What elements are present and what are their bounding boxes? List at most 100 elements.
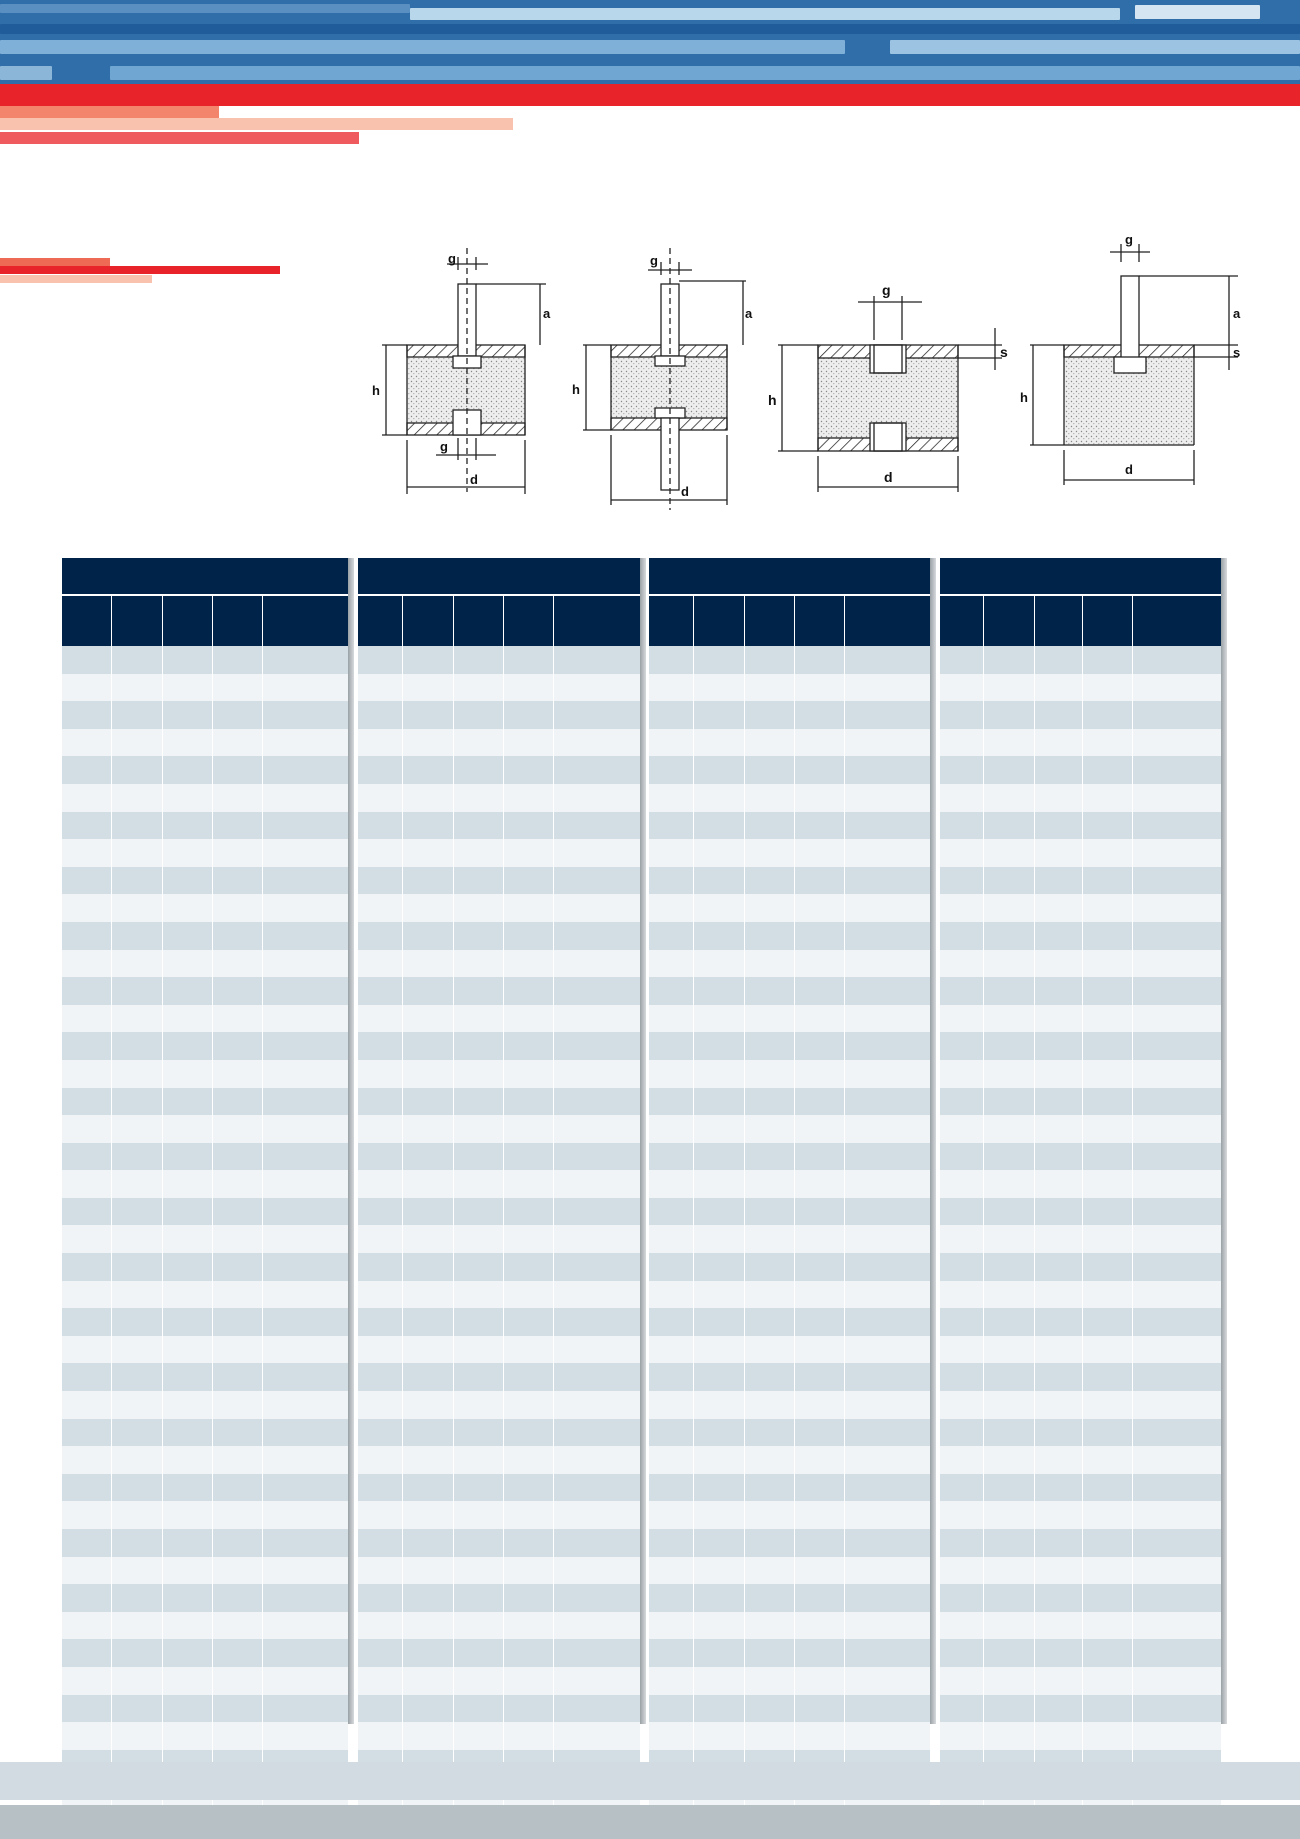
table-cell bbox=[504, 1059, 555, 1088]
table-cell bbox=[1133, 1695, 1221, 1723]
table-cell bbox=[358, 1253, 404, 1281]
table-cell bbox=[112, 1363, 163, 1392]
table-cell bbox=[1083, 1308, 1134, 1336]
drawing-3-labels: g s h d bbox=[768, 282, 1008, 485]
table-cell bbox=[984, 1391, 1035, 1419]
table-cell bbox=[403, 866, 454, 895]
table-cell bbox=[940, 1253, 985, 1281]
table-cell bbox=[845, 812, 930, 840]
table-cell bbox=[745, 1556, 795, 1585]
table-cell bbox=[62, 701, 113, 729]
table-cell bbox=[62, 1473, 113, 1502]
table-cell bbox=[649, 866, 695, 895]
table-cell bbox=[163, 1308, 213, 1336]
table-cell bbox=[694, 1197, 745, 1226]
table-cell bbox=[163, 1694, 213, 1723]
table-cell bbox=[694, 1059, 745, 1088]
table-cell bbox=[845, 784, 930, 812]
table-cell bbox=[694, 1004, 745, 1033]
table-cell bbox=[163, 1363, 213, 1392]
table-cell bbox=[454, 1308, 504, 1336]
table-row bbox=[62, 783, 348, 812]
table-cell bbox=[745, 1115, 795, 1143]
table-cell bbox=[213, 921, 264, 950]
table-cell bbox=[745, 728, 795, 757]
table-cell bbox=[1035, 1446, 1083, 1474]
table-row bbox=[940, 1308, 1221, 1336]
table-cell bbox=[62, 839, 113, 867]
table-cell bbox=[1035, 1639, 1083, 1667]
table-row bbox=[358, 646, 640, 674]
table-cell bbox=[213, 1446, 264, 1474]
table-cell bbox=[163, 1418, 213, 1447]
table-row bbox=[358, 756, 640, 784]
table-cell bbox=[504, 673, 555, 702]
table-cell bbox=[1133, 1225, 1221, 1253]
table-cell bbox=[454, 1280, 504, 1309]
table-row bbox=[940, 1225, 1221, 1254]
table-cell bbox=[1083, 1197, 1134, 1226]
table-cell bbox=[940, 1501, 985, 1529]
table-cell bbox=[403, 1004, 454, 1033]
table-cell bbox=[263, 950, 348, 978]
table-cell bbox=[694, 866, 745, 895]
table-cell bbox=[403, 1087, 454, 1116]
table-cell bbox=[795, 1722, 846, 1750]
table-cell bbox=[263, 1281, 348, 1309]
table-cell bbox=[940, 1087, 985, 1116]
header-stripe bbox=[0, 24, 1300, 34]
table-cell bbox=[403, 949, 454, 978]
table-row bbox=[649, 1308, 930, 1336]
table-cell bbox=[163, 1584, 213, 1612]
table-cell bbox=[745, 1142, 795, 1171]
table-cell bbox=[403, 1253, 454, 1281]
table-row bbox=[649, 1391, 930, 1419]
table-row bbox=[62, 811, 348, 840]
table-cell bbox=[62, 1142, 113, 1171]
table-cell bbox=[263, 977, 348, 1005]
table-row bbox=[940, 1446, 1221, 1474]
table-cell bbox=[263, 1336, 348, 1364]
dimension-table-4 bbox=[940, 558, 1221, 1805]
table-cell bbox=[62, 1391, 113, 1419]
table-row bbox=[358, 1335, 640, 1364]
table-cell bbox=[358, 1418, 404, 1447]
drawing-type-3 bbox=[778, 296, 1002, 492]
table-cell bbox=[358, 894, 404, 922]
table-cell bbox=[845, 756, 930, 784]
table-row bbox=[358, 1253, 640, 1281]
table-row bbox=[649, 1115, 930, 1143]
table-cell bbox=[554, 1557, 640, 1585]
table-cell bbox=[1133, 1143, 1221, 1171]
table-row bbox=[649, 1363, 930, 1392]
table-cell bbox=[112, 1391, 163, 1419]
table-cell bbox=[454, 1529, 504, 1557]
footer-band-dark bbox=[0, 1805, 1300, 1839]
table-row bbox=[62, 1722, 348, 1750]
drawing-type-2 bbox=[583, 248, 746, 510]
table-cell bbox=[1133, 1198, 1221, 1226]
table-cell bbox=[403, 1225, 454, 1254]
table-cell bbox=[554, 1088, 640, 1116]
table-cell bbox=[163, 1611, 213, 1640]
table-row bbox=[649, 1087, 930, 1116]
table-cell bbox=[403, 701, 454, 729]
table-cell bbox=[263, 1722, 348, 1750]
table-cell bbox=[1035, 1170, 1083, 1198]
table-cell bbox=[984, 1335, 1035, 1364]
table-cell bbox=[454, 1418, 504, 1447]
table-cell bbox=[213, 1004, 264, 1033]
table-cell bbox=[403, 1115, 454, 1143]
table-cell bbox=[845, 1088, 930, 1116]
table-row bbox=[940, 701, 1221, 729]
table-row bbox=[940, 1473, 1221, 1502]
table-cell bbox=[112, 949, 163, 978]
table-row bbox=[940, 673, 1221, 702]
table-cell bbox=[795, 1639, 846, 1667]
table-cell bbox=[263, 1198, 348, 1226]
table-cell bbox=[62, 894, 113, 922]
table-cell bbox=[358, 1087, 404, 1116]
table-row bbox=[62, 894, 348, 922]
table-cell bbox=[62, 1363, 113, 1392]
table-row bbox=[649, 1335, 930, 1364]
